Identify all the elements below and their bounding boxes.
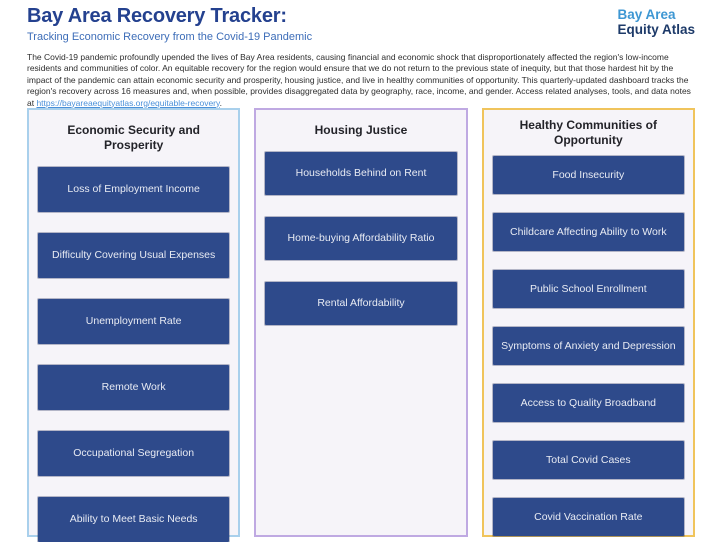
logo-equity-atlas-text: Equity Atlas: [617, 22, 695, 38]
measure-button-healthy-communities-2[interactable]: Public School Enrollment: [492, 270, 684, 308]
equity-atlas-logo: Bay Area Equity Atlas: [617, 5, 695, 37]
column-healthy-communities: Healthy Communities of Opportunity Food …: [481, 108, 695, 537]
equitable-recovery-link[interactable]: https://bayareaequityatlas.org/equitable…: [36, 97, 220, 108]
column-housing-justice: Housing Justice Households Behind on Ren…: [254, 108, 468, 537]
column-title-healthy-communities: Healthy Communities of Opportunity: [519, 118, 657, 147]
column-title-housing-justice: Housing Justice: [314, 123, 408, 137]
measure-button-economic-security-5[interactable]: Ability to Meet Basic Needs: [38, 497, 230, 542]
measure-button-housing-justice-2[interactable]: Rental Affordability: [265, 282, 457, 325]
title-block: Bay Area Recovery Tracker: Tracking Econ…: [27, 5, 312, 43]
measure-button-healthy-communities-4[interactable]: Access to Quality Broadband: [492, 384, 684, 422]
category-columns: Economic Security and Prosperity Loss of…: [27, 108, 695, 542]
measure-button-healthy-communities-6[interactable]: Covid Vaccination Rate: [492, 498, 684, 536]
measure-button-healthy-communities-1[interactable]: Childcare Affecting Ability to Work: [492, 213, 684, 251]
measure-button-economic-security-4[interactable]: Occupational Segregation: [38, 431, 230, 476]
measure-button-economic-security-1[interactable]: Difficulty Covering Usual Expenses: [38, 233, 230, 278]
measure-button-housing-justice-1[interactable]: Home-buying Affordability Ratio: [265, 217, 457, 260]
page-title: Bay Area Recovery Tracker:: [27, 5, 287, 27]
measure-button-healthy-communities-5[interactable]: Total Covid Cases: [492, 441, 684, 479]
column-title-economic-security: Economic Security and Prosperity: [67, 123, 201, 152]
measure-button-housing-justice-0[interactable]: Households Behind on Rent: [265, 152, 457, 195]
measure-button-economic-security-2[interactable]: Unemployment Rate: [38, 299, 230, 344]
intro-text-suffix: .: [219, 97, 222, 108]
measure-button-economic-security-0[interactable]: Loss of Employment Income: [38, 167, 230, 212]
measure-button-healthy-communities-3[interactable]: Symptoms of Anxiety and Depression: [492, 327, 684, 365]
logo-bay-area-text: Bay Area: [617, 7, 676, 22]
measure-button-economic-security-3[interactable]: Remote Work: [38, 365, 230, 410]
intro-paragraph: The Covid-19 pandemic profoundly upended…: [27, 52, 695, 109]
measure-button-healthy-communities-0[interactable]: Food Insecurity: [492, 156, 684, 194]
column-economic-security: Economic Security and Prosperity Loss of…: [27, 108, 241, 542]
page-subtitle: Tracking Economic Recovery from the Covi…: [27, 31, 313, 43]
intro-text: The Covid-19 pandemic profoundly upended…: [27, 52, 691, 108]
page-header: Bay Area Recovery Tracker: Tracking Econ…: [0, 0, 720, 43]
